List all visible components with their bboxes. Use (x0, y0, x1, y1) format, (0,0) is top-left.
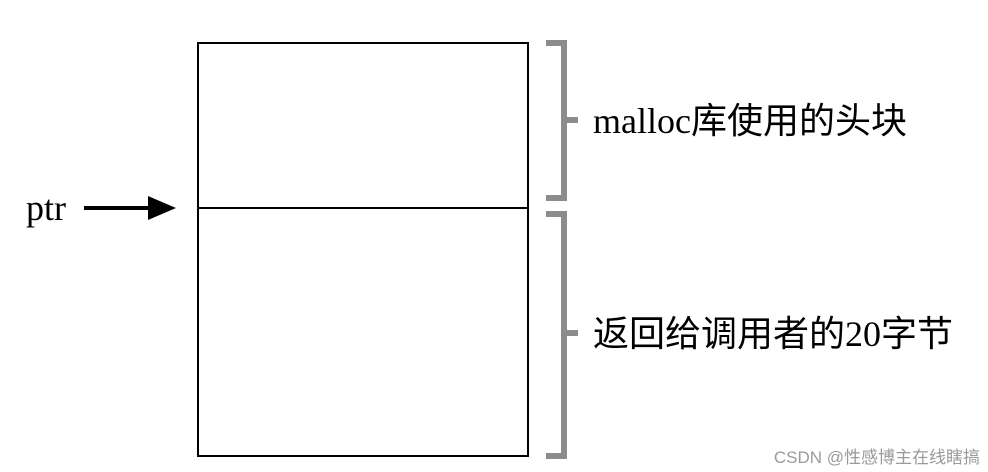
payload-bracket (546, 211, 578, 459)
ptr-arrow-head (148, 196, 176, 220)
watermark: CSDN @性感博主在线瞎搞 (773, 448, 980, 467)
ptr-label: ptr (26, 188, 66, 228)
payload-block (197, 207, 529, 457)
header-block-label: malloc库使用的头块 (593, 101, 907, 141)
payload-block-label: 返回给调用者的20字节 (593, 314, 953, 354)
header-block (197, 42, 529, 209)
header-bracket (546, 40, 578, 201)
